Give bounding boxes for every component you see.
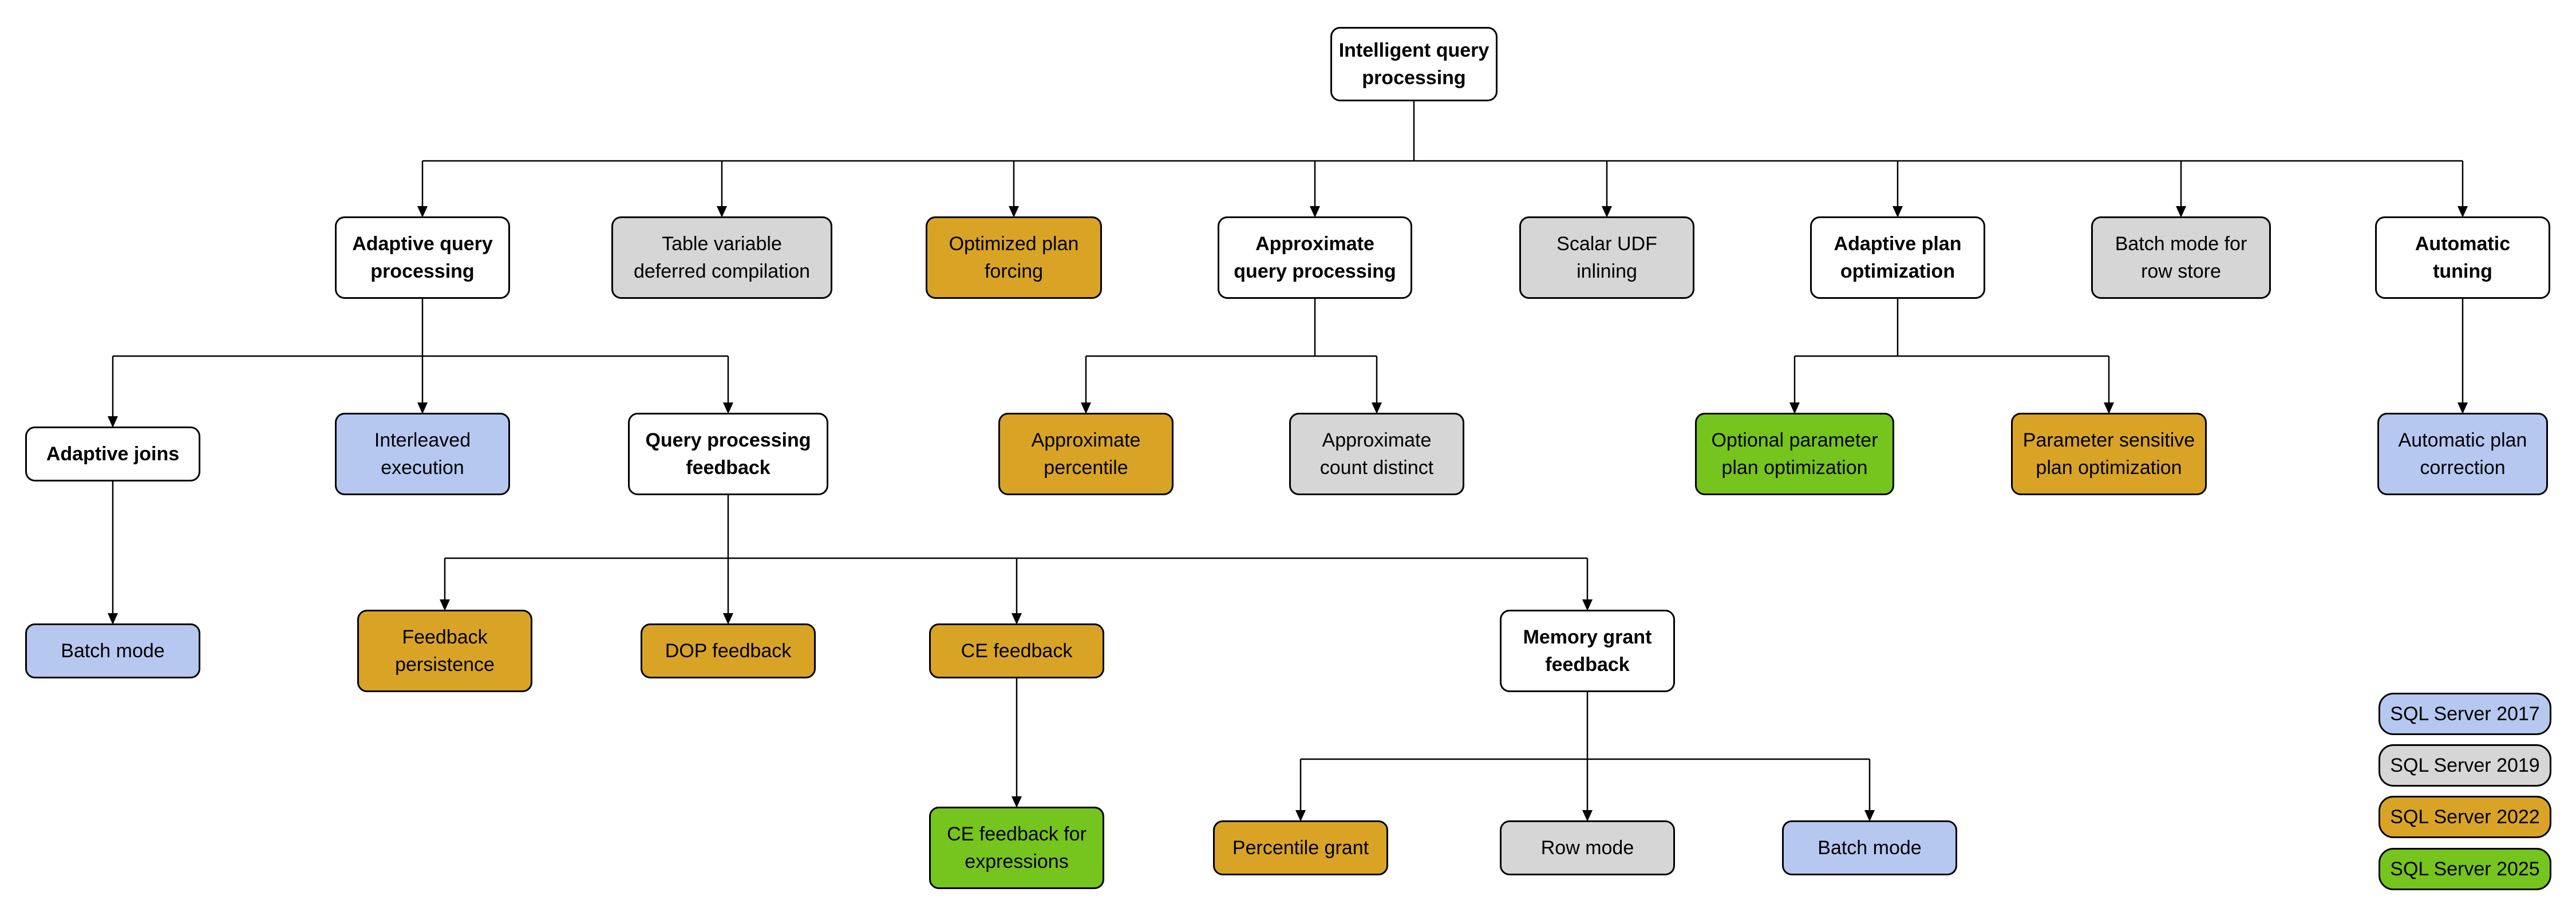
- node-approximate-percentile: Approximate percentile: [998, 413, 1174, 495]
- node-intelligent-query-processing: Intelligent query processing: [1330, 27, 1498, 101]
- node-adaptive-plan-optimization: Adaptive plan optimization: [1810, 216, 1985, 299]
- edge-query-feedback-bus: [444, 495, 1589, 620]
- node-approximate-count-distinct: Approximate count distinct: [1289, 413, 1464, 495]
- tree-edges: [112, 101, 2464, 817]
- node-optional-parameter-plan-optimization: Optional parameter plan optimization: [1695, 413, 1894, 495]
- node-ce-feedback: CE feedback: [929, 623, 1104, 678]
- node-parameter-sensitive-plan-optimization: Parameter sensitive plan optimization: [2011, 413, 2207, 495]
- node-adaptive-query-processing: Adaptive query processing: [335, 216, 510, 299]
- node-adaptive-joins: Adaptive joins: [25, 427, 200, 481]
- edge-adaptive-query-bus: [112, 299, 729, 423]
- node-batch-mode-memory-grant: Batch mode: [1782, 820, 1957, 875]
- node-dop-feedback: DOP feedback: [641, 623, 816, 678]
- edge-root-bus: [421, 101, 2464, 213]
- node-row-mode: Row mode: [1500, 820, 1675, 875]
- node-automatic-tuning: Automatic tuning: [2375, 216, 2550, 299]
- node-optimized-plan-forcing: Optimized plan forcing: [926, 216, 1102, 299]
- node-scalar-udf-inlining: Scalar UDF inlining: [1519, 216, 1694, 299]
- node-interleaved-execution: Interleaved execution: [335, 413, 510, 495]
- edge-adaptive-plan-bus: [1793, 299, 2110, 409]
- legend-sql-server-2019: SQL Server 2019: [2379, 744, 2551, 787]
- legend-sql-server-2017: SQL Server 2017: [2379, 693, 2551, 735]
- node-table-variable-deferred-compilation: Table variable deferred compilation: [611, 216, 832, 299]
- node-batch-mode-for-row-store: Batch mode for row store: [2091, 216, 2271, 299]
- node-automatic-plan-correction: Automatic plan correction: [2377, 413, 2548, 495]
- node-feedback-persistence: Feedback persistence: [357, 610, 532, 692]
- edge-approximate-bus: [1085, 299, 1378, 409]
- node-memory-grant-feedback: Memory grant feedback: [1500, 610, 1675, 692]
- node-ce-feedback-for-expressions: CE feedback for expressions: [929, 807, 1104, 889]
- edge-memory-grant-bus: [1299, 692, 1871, 817]
- legend-sql-server-2025: SQL Server 2025: [2379, 848, 2551, 890]
- node-batch-mode-adaptive-joins: Batch mode: [25, 623, 200, 678]
- node-approximate-query-processing: Approximate query processing: [1218, 216, 1412, 299]
- node-percentile-grant: Percentile grant: [1213, 820, 1388, 875]
- node-query-processing-feedback: Query processing feedback: [628, 413, 828, 495]
- legend-sql-server-2022: SQL Server 2022: [2379, 796, 2551, 838]
